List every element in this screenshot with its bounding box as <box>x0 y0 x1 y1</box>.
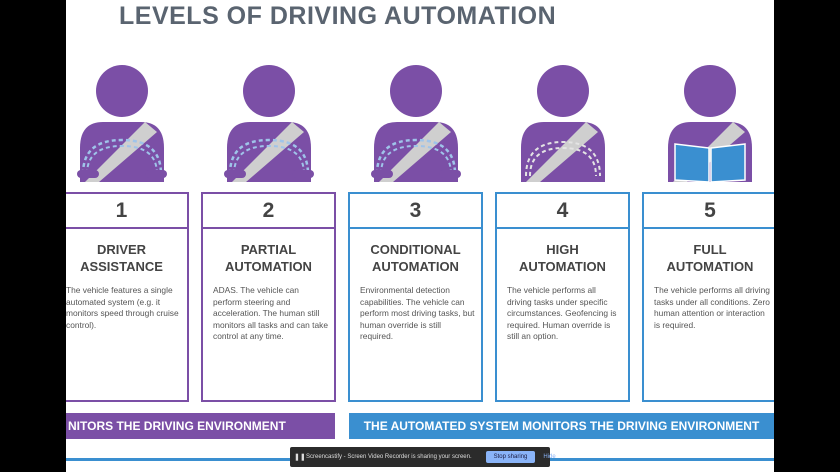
level-title: PARTIAL AUTOMATION <box>225 242 312 274</box>
driver-reading-book-icon <box>665 64 755 184</box>
level-description: Environmental detection capabilities. Th… <box>360 285 475 342</box>
level-card-4: 4 HIGH AUTOMATION The vehicle performs a… <box>495 192 630 402</box>
level-description: ADAS. The vehicle can perform steering a… <box>213 285 328 342</box>
level-description: The vehicle performs all driving tasks u… <box>654 285 770 330</box>
stop-sharing-button[interactable]: Stop sharing <box>485 451 536 463</box>
level-number: 1 <box>66 194 187 229</box>
screen-share-notification: ❚❚ Screencastify - Screen Video Recorder… <box>290 447 556 467</box>
level-number: 5 <box>644 194 774 229</box>
level-title: HIGH AUTOMATION <box>519 242 606 274</box>
level-title: DRIVER ASSISTANCE <box>80 242 163 274</box>
level-number: 4 <box>497 194 628 229</box>
level-number: 2 <box>203 194 334 229</box>
level-description: The vehicle features a single automated … <box>66 285 179 330</box>
level-title: CONDITIONAL AUTOMATION <box>370 242 461 274</box>
pause-icon: ❚❚ <box>294 454 306 461</box>
level-card-5: 5 FULL AUTOMATION The vehicle performs a… <box>642 192 774 402</box>
level-card-2: 2 PARTIAL AUTOMATION ADAS. The vehicle c… <box>201 192 336 402</box>
driver-hands-on-wheel-icon <box>77 64 167 184</box>
driver-hands-on-wheel-icon <box>224 64 314 184</box>
slide-title: LEVELS OF DRIVING AUTOMATION <box>119 2 557 30</box>
slide: LEVELS OF DRIVING AUTOMATION <box>66 0 774 472</box>
driver-hands-on-wheel-icon <box>371 64 461 184</box>
human-monitors-bar: NITORS THE DRIVING ENVIRONMENT <box>66 413 335 439</box>
level-number: 3 <box>350 194 481 229</box>
system-monitors-bar: THE AUTOMATED SYSTEM MONITORS THE DRIVIN… <box>349 413 774 439</box>
level-description: The vehicle performs all driving tasks u… <box>507 285 617 342</box>
level-card-3: 3 CONDITIONAL AUTOMATION Environmental d… <box>348 192 483 402</box>
share-message: Screencastify - Screen Video Recorder is… <box>306 454 472 460</box>
level-title: FULL AUTOMATION <box>666 242 754 274</box>
level-card-1: 1 DRIVER ASSISTANCE The vehicle features… <box>66 192 189 402</box>
driver-hands-off-wheel-icon <box>518 64 608 184</box>
hide-button[interactable]: Hide <box>543 454 556 460</box>
